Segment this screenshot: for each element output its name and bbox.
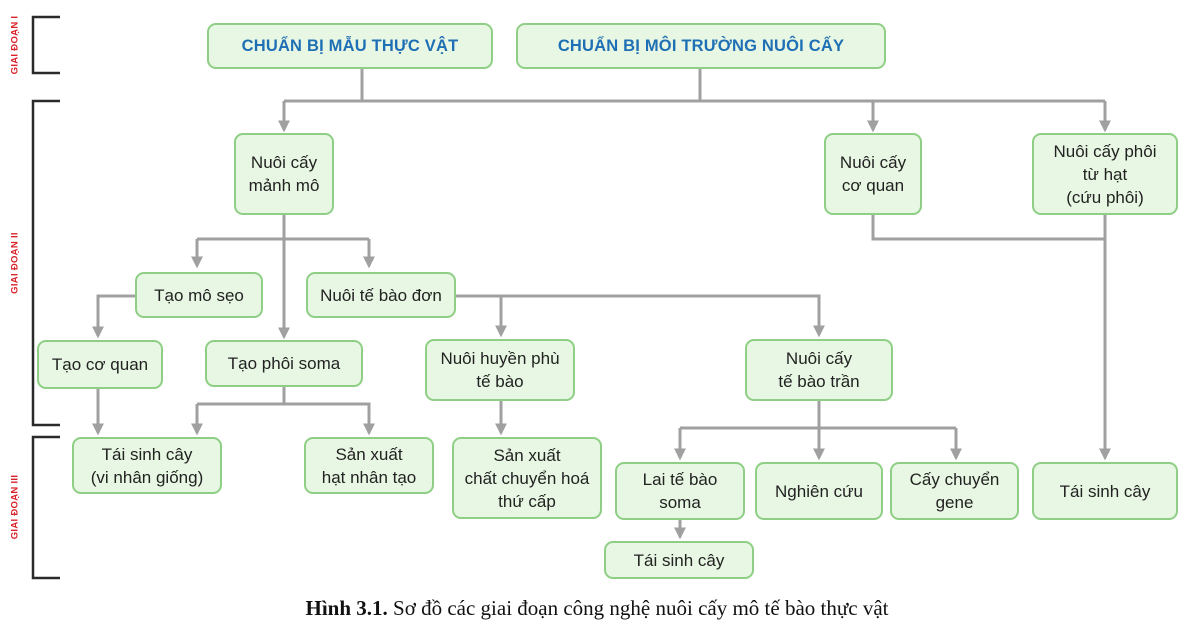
node-protoplast-culture: Nuôi cấy tế bào trần (745, 339, 893, 401)
stage-3-bracket (31, 435, 60, 580)
stage-1-label: GIAI ĐOẠN I (9, 15, 21, 75)
stage-brackets (31, 15, 60, 580)
node-somatic-embryo: Tạo phôi soma (205, 340, 363, 387)
stage-1-bracket (31, 15, 60, 75)
node-regeneration-hybrid: Tái sinh cây (604, 541, 754, 579)
figure-caption: Hình 3.1. Sơ đồ các giai đoạn công nghệ … (0, 596, 1194, 621)
node-tissue-culture: Nuôi cấy mảnh mô (234, 133, 334, 215)
node-organogenesis: Tạo cơ quan (37, 340, 163, 389)
connectors (92, 68, 1111, 540)
node-regeneration-embryo: Tái sinh cây (1032, 462, 1178, 520)
node-research: Nghiên cứu (755, 462, 883, 520)
node-secondary-metabolites: Sản xuất chất chuyển hoá thứ cấp (452, 437, 602, 519)
stage-3-label: GIAI ĐOẠN III (9, 474, 21, 540)
node-single-cell: Nuôi tế bào đơn (306, 272, 456, 318)
node-callus: Tạo mô sẹo (135, 272, 263, 318)
node-embryo-culture: Nuôi cấy phôi từ hạt (cứu phôi) (1032, 133, 1178, 215)
figure-caption-label: Hình 3.1. (305, 596, 388, 620)
node-gene-transfer: Cấy chuyển gene (890, 462, 1019, 520)
node-regeneration-micropropagation: Tái sinh cây (vi nhân giống) (72, 437, 222, 494)
stage-2-bracket (31, 99, 60, 427)
stage-2-label: GIAI ĐOẠN II (9, 232, 21, 294)
node-artificial-seed: Sản xuất hạt nhân tạo (304, 437, 434, 494)
node-organ-culture: Nuôi cấy cơ quan (824, 133, 922, 215)
figure-caption-text: Sơ đồ các giai đoạn công nghệ nuôi cấy m… (393, 596, 889, 620)
node-prepare-sample: CHUẨN BỊ MẪU THỰC VẬT (207, 23, 493, 69)
node-somatic-hybrid: Lai tế bào soma (615, 462, 745, 520)
node-cell-suspension: Nuôi huyền phù tế bào (425, 339, 575, 401)
node-prepare-medium: CHUẨN BỊ MÔI TRƯỜNG NUÔI CẤY (516, 23, 886, 69)
